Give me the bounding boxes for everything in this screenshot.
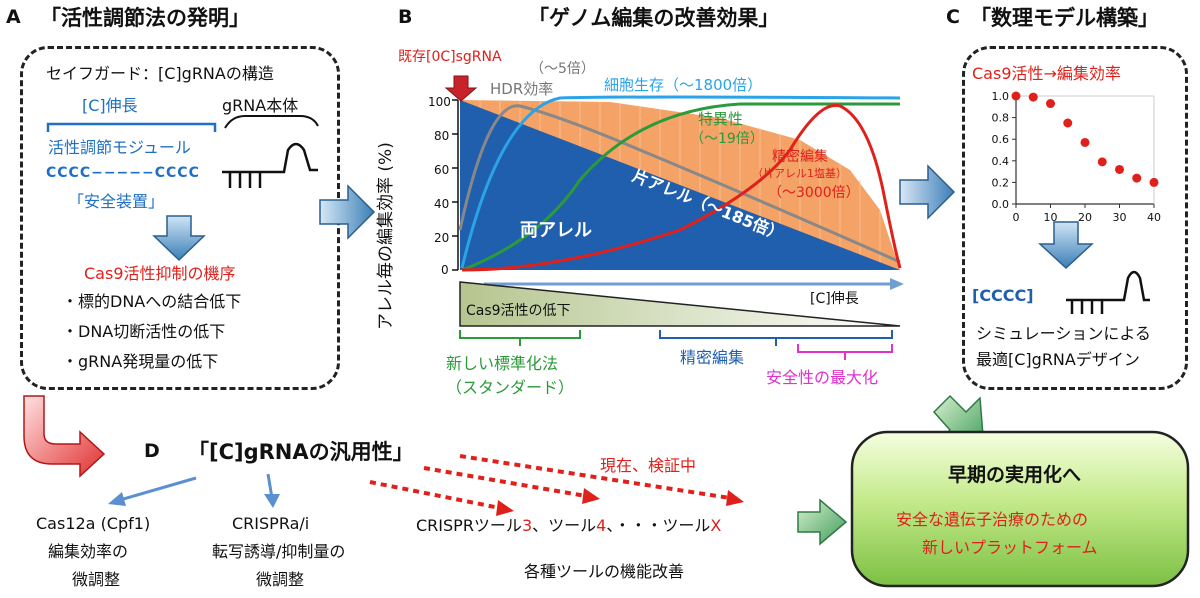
- verifying-label: 現在、検証中: [600, 456, 697, 475]
- panel-d-title: 「[C]gRNAの汎用性」: [188, 440, 414, 464]
- mechanism-item-1: ・標的DNAへの結合低下: [62, 292, 242, 311]
- tool-4: 4: [596, 516, 607, 535]
- c-ytick-label: 0.2: [992, 176, 1010, 189]
- tools-improvement-label: 各種ツールの機能改善: [524, 562, 685, 581]
- c-ytick-label: 0.4: [992, 155, 1010, 168]
- crispra-label: CRISPRa/i: [232, 514, 310, 533]
- c-xtick-label: 40: [1147, 211, 1161, 224]
- tools-line: CRISPRツール3、ツール4、・・・ツールX: [416, 518, 721, 534]
- c-ytick-label: 0.8: [992, 112, 1010, 125]
- arrow-a-to-b-icon: [319, 184, 376, 240]
- specificity-label: 特異性: [698, 110, 744, 128]
- c-design-label: 最適[C]gRNAデザイン: [976, 350, 1140, 369]
- panel-a-letter: A: [6, 6, 21, 28]
- mechanism-title: Cas9活性抑制の機序: [84, 264, 236, 283]
- specificity-fold-label: （〜19倍）: [690, 131, 764, 147]
- activity-module-label: 活性調節モジュール: [48, 138, 191, 157]
- new-standard-label: 新しい標準化法: [446, 354, 559, 373]
- tool-3: 3: [521, 516, 533, 535]
- survival-label: 細胞生存（〜1800倍）: [604, 76, 763, 94]
- panel-b-letter: B: [398, 6, 413, 28]
- cccc-sequence: CCCC−−−−−CCCC: [46, 165, 200, 181]
- cas12a-desc-2: 微調整: [72, 570, 121, 589]
- c-data-point: [1028, 92, 1038, 102]
- goal-title: 早期の実用化へ: [948, 464, 1082, 486]
- panel-b-title: 「ゲノム編集の改善効果」: [528, 6, 780, 30]
- precise-sub-label: （片アレル1塩基）: [752, 167, 847, 180]
- c-xtick-label: 0: [1013, 211, 1020, 224]
- panel-c-title: 「数理モデル構築」: [970, 6, 1159, 30]
- c-simulation-label: シミュレーションによる: [976, 324, 1151, 343]
- goal-line-1: 安全な遺伝子治療のための: [896, 510, 1089, 529]
- c-xtick-label: 30: [1113, 211, 1127, 224]
- panel-d-letter: D: [144, 440, 160, 462]
- tool-prefix: CRISPRツール: [416, 516, 522, 535]
- tool-dots: 、・・・ツール: [606, 516, 711, 535]
- standard-sub-label: （スタンダード）: [446, 378, 575, 397]
- hdr-fold-label: （〜5倍）: [530, 61, 595, 77]
- hdr-label: HDR効率: [490, 80, 554, 98]
- b-effect-plot: [444, 75, 956, 360]
- precise-label: 精密編集: [772, 149, 828, 165]
- tool-sep: 、ツール: [532, 516, 597, 535]
- b-ytick-20: 20: [434, 231, 450, 245]
- grna-body-label: gRNA本体: [222, 96, 299, 115]
- safeguard-title: セイフガード：[C]gRNAの構造: [46, 64, 274, 83]
- b-ytick-40: 40: [434, 197, 450, 211]
- existing-sgrna-label: 既存[0C]sgRNA: [398, 49, 502, 65]
- c-data-point: [1097, 157, 1107, 167]
- b-x-axis-label: [C]伸長: [810, 291, 859, 307]
- cas12a-label: Cas12a (Cpf1): [36, 514, 151, 533]
- c-data-point: [1046, 99, 1055, 109]
- b-ytick-100: 100: [428, 95, 451, 109]
- crispra-desc-1: 転写誘導/抑制量の: [212, 542, 346, 561]
- tool-x: X: [710, 516, 722, 535]
- precise-bracket-label: 精密編集: [680, 348, 745, 367]
- c-data-point: [1011, 91, 1021, 101]
- goal-line-2: 新しいプラットフォーム: [922, 538, 1098, 557]
- c-ytick-label: 1.0: [992, 90, 1010, 103]
- c-extension-label: [C]伸長: [82, 96, 138, 115]
- c-xtick-label: 10: [1044, 211, 1058, 224]
- c-data-point: [1063, 118, 1073, 128]
- b-ytick-80: 80: [434, 129, 450, 143]
- c-ytick-label: 0.6: [992, 133, 1010, 146]
- c-chart-title-text: Cas9活性→編集効率: [972, 64, 1121, 83]
- cas9-decline-label: Cas9活性の低下: [466, 303, 571, 319]
- c-cccc-label: [CCCC]: [972, 286, 1034, 305]
- panel-a-title: 「活性調節法の発明」: [40, 6, 250, 30]
- c-xtick-label: 20: [1078, 211, 1092, 224]
- b-ytick-0: 0: [441, 263, 449, 277]
- mechanism-item-3: ・gRNA発現量の低下: [62, 352, 219, 371]
- crispra-desc-2: 微調整: [256, 570, 305, 589]
- c-data-point: [1080, 137, 1090, 147]
- c-ytick-label: 0.0: [992, 198, 1010, 211]
- c-scatter-chart: 1.0 0.8 0.6 0.4 0.2 0.00 10 20 30 40: [992, 90, 1162, 224]
- panel-c-letter: C: [946, 6, 960, 28]
- panel-c-box: [962, 46, 1188, 390]
- c-data-point: [1149, 177, 1159, 187]
- bi-allele-label: 両アレル: [520, 220, 592, 241]
- precise-fold-label: （〜3000倍）: [768, 185, 860, 201]
- mechanism-item-2: ・DNA切断活性の低下: [62, 322, 226, 341]
- c-data-point: [1115, 164, 1124, 174]
- safety-device-label: 「安全装置」: [68, 192, 165, 211]
- c-data-point: [1132, 173, 1142, 183]
- cas12a-desc-1: 編集効率の: [48, 542, 129, 561]
- b-ytick-60: 60: [434, 163, 450, 177]
- safety-max-label: 安全性の最大化: [766, 368, 879, 387]
- grna-structure-drawing: [46, 115, 319, 262]
